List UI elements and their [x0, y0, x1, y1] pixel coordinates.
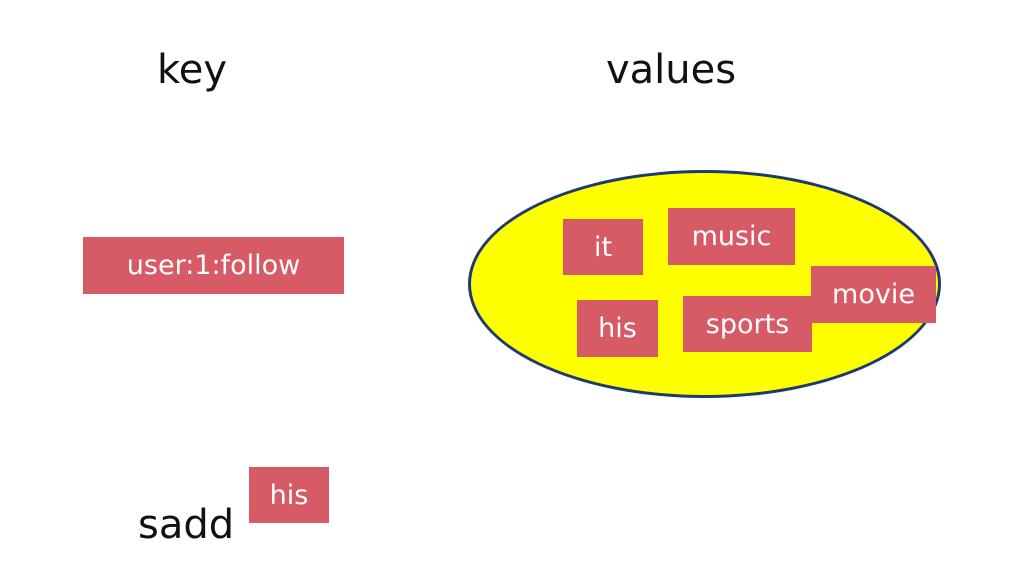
command-name: sadd: [138, 502, 235, 548]
set-member-tag: his: [577, 300, 658, 357]
values-heading: values: [606, 47, 737, 93]
command-argument-tag: his: [249, 467, 329, 523]
set-member-tag: sports: [683, 296, 812, 352]
key-tag: user:1:follow: [83, 237, 344, 294]
set-member-tag: movie: [811, 266, 936, 323]
key-heading: key: [157, 47, 228, 93]
set-member-tag: it: [563, 219, 643, 275]
set-member-tag: music: [668, 208, 795, 265]
